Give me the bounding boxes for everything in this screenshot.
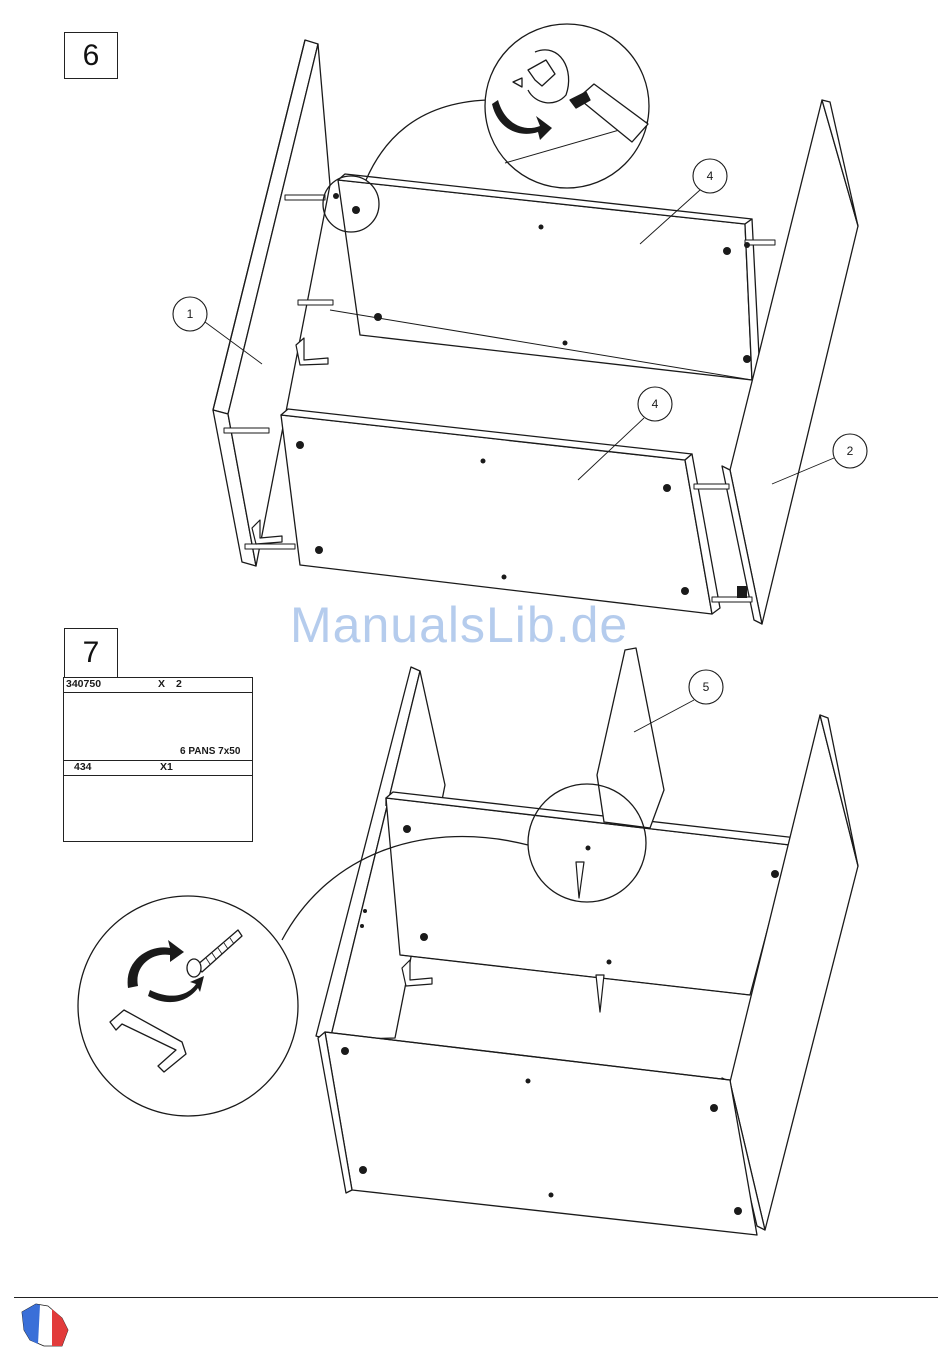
step6-front-panel	[281, 409, 720, 614]
watermark: ManualsLib.de	[290, 596, 628, 654]
part-2-ref: 434	[74, 761, 92, 773]
step7-cabinet	[316, 648, 858, 1235]
callout-2-label: 2	[847, 444, 854, 458]
part-2-qty: X1	[160, 761, 173, 773]
france-flag-icon	[22, 1304, 68, 1346]
callout-4-lower-label: 4	[652, 397, 659, 411]
parts-row-1-header: 340750 X 2	[64, 678, 252, 693]
callout-4-upper-label: 4	[707, 169, 714, 183]
callout-1-label: 1	[187, 307, 194, 321]
step6-back-panel	[330, 174, 760, 380]
parts-table: 340750 X 2 6 PANS 7x50 434 X1	[63, 677, 253, 842]
part-1-qty: 2	[176, 678, 182, 690]
parts-row-2-header: 434 X1	[64, 760, 252, 776]
footer-divider	[14, 1297, 938, 1298]
part-1-mult: X	[158, 678, 165, 690]
part-1-caption: 6 PANS 7x50	[180, 746, 240, 757]
callout-5-label: 5	[703, 680, 710, 694]
part-1-ref: 340750	[66, 678, 101, 690]
